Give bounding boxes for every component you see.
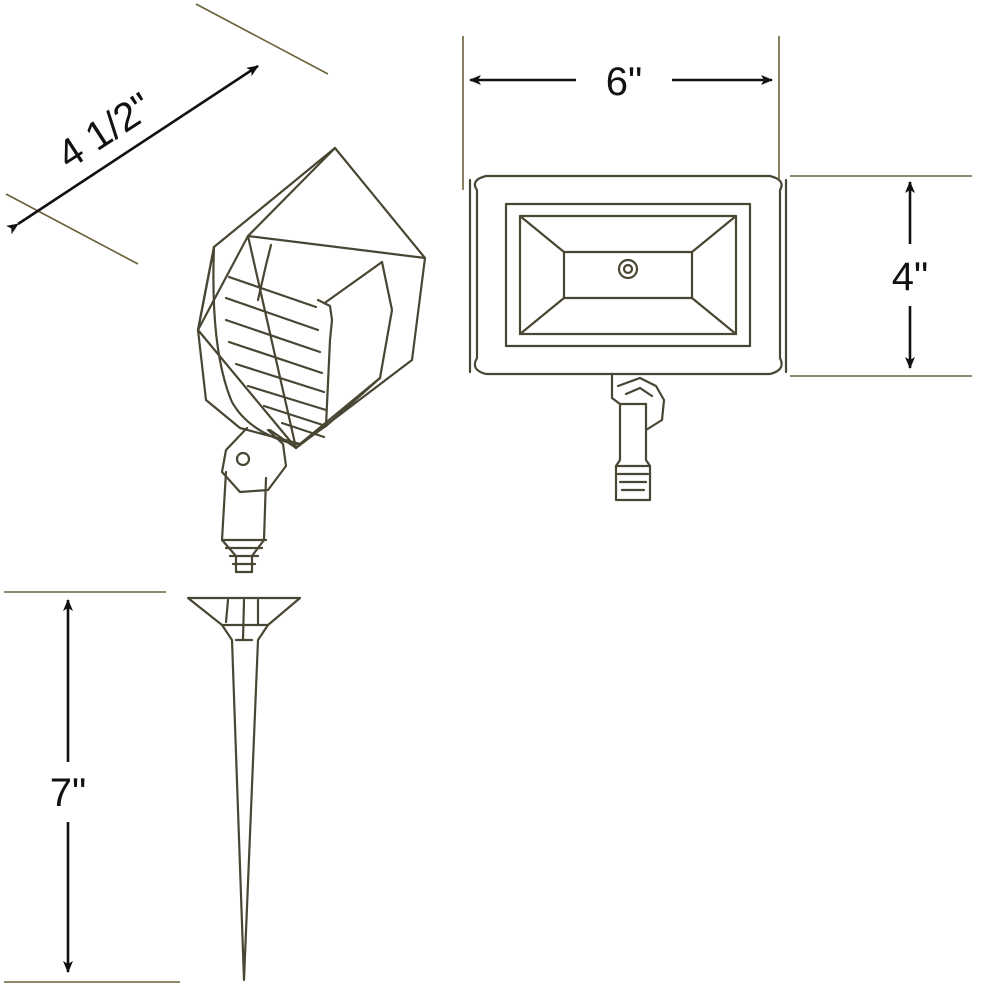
side-view-group bbox=[186, 146, 427, 982]
dimension-label-height: 4" bbox=[892, 255, 928, 299]
dimension-width-6: 6" bbox=[462, 36, 780, 190]
extension-line-diag-bottom bbox=[5, 193, 139, 265]
ground-stake bbox=[186, 596, 302, 982]
lens-bezel bbox=[504, 202, 752, 348]
dimension-height-4: 4" bbox=[790, 175, 972, 377]
dimension-label-width: 6" bbox=[606, 60, 642, 104]
threaded-stem bbox=[220, 470, 268, 574]
extension-line-diag-top bbox=[195, 3, 329, 75]
front-view-group bbox=[468, 174, 788, 502]
front-stem bbox=[610, 372, 666, 502]
housing-frame bbox=[468, 174, 788, 376]
dimension-stake-7: 7" bbox=[4, 591, 180, 983]
dimension-line-diag bbox=[6, 64, 259, 235]
dimension-label-stake: 7" bbox=[50, 771, 86, 815]
dimension-label-diagonal: 4 1/2" bbox=[50, 85, 160, 178]
knuckle-joint bbox=[220, 426, 298, 494]
center-screw bbox=[617, 258, 639, 280]
dimension-diagonal-4half: 4 1/2" bbox=[5, 3, 329, 265]
louvered-lens bbox=[196, 245, 394, 446]
